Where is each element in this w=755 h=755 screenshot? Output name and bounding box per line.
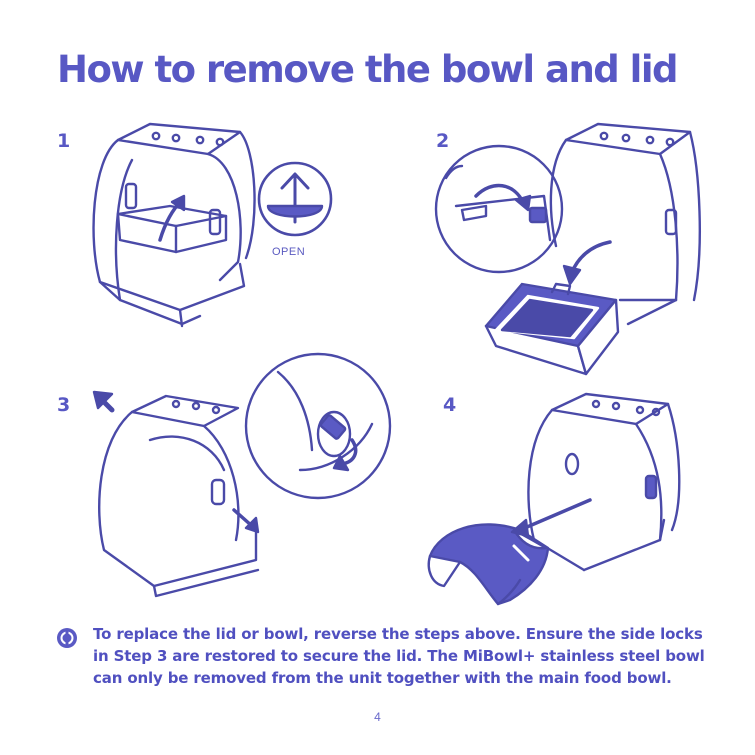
page-number: 4 bbox=[0, 710, 755, 724]
step3-up-arrow bbox=[94, 392, 112, 410]
step1-feeder-illustration bbox=[94, 124, 255, 326]
step2-removed-bowl bbox=[486, 242, 618, 374]
step3-lock-magnifier bbox=[246, 354, 390, 498]
step2-detail-magnifier bbox=[436, 146, 562, 272]
step3-feeder-illustration bbox=[99, 396, 258, 596]
step4-removed-lid bbox=[429, 500, 590, 604]
open-label: OPEN bbox=[272, 246, 305, 258]
step4-feeder-illustration bbox=[528, 394, 679, 570]
note-text: To replace the lid or bowl, reverse the … bbox=[93, 623, 713, 689]
info-icon bbox=[56, 627, 78, 649]
open-icon bbox=[259, 163, 331, 235]
